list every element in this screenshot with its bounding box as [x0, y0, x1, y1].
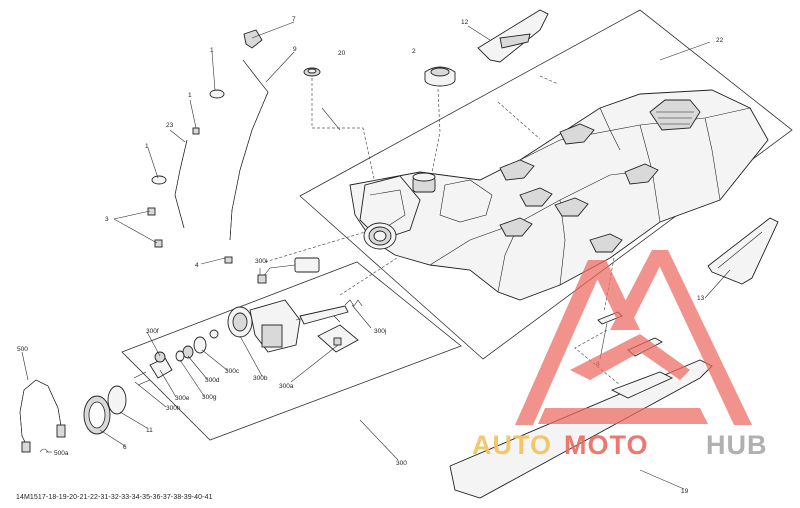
callout-9: 9 — [293, 46, 297, 53]
callout-500: 500 — [17, 346, 28, 353]
callout-300e: 300e — [175, 395, 190, 402]
callout-1-top: 1 — [210, 47, 214, 54]
callout-300a: 300a — [279, 383, 294, 390]
callout-300d: 300d — [205, 377, 220, 384]
drawing-reference-code: 14M1517-18-19-20-21-22-31-32-33-34-35-36… — [16, 494, 213, 501]
callout-12: 12 — [461, 19, 469, 26]
callout-300h: 300h — [166, 405, 181, 412]
callout-22: 22 — [716, 37, 724, 44]
callout-3: 3 — [105, 216, 109, 223]
callout-1-mid: 1 — [188, 92, 192, 99]
svg-text:MOTO: MOTO — [564, 430, 649, 460]
callout-23: 23 — [166, 122, 174, 129]
automotohub-watermark — [515, 250, 752, 425]
callout-300b: 300b — [253, 375, 268, 382]
pump-assembly-frame — [121, 261, 462, 441]
callout-2: 2 — [412, 48, 416, 55]
callout-300c: 300c — [225, 368, 240, 375]
callout-300j: 300j — [374, 328, 386, 335]
callout-7: 7 — [292, 16, 296, 23]
fuel-tank-frame — [299, 9, 793, 360]
filler-cap — [424, 66, 456, 87]
callout-4: 4 — [195, 262, 199, 269]
callout-300: 300 — [396, 460, 407, 467]
callout-300g: 300g — [202, 394, 217, 401]
watermark-text: AUTO MOTO HUB — [472, 430, 768, 460]
callout-20: 20 — [338, 50, 346, 57]
callout-19: 19 — [681, 488, 689, 495]
callout-13: 13 — [697, 295, 705, 302]
callout-500a: 500a — [54, 450, 69, 457]
svg-text:HUB: HUB — [706, 430, 768, 460]
fuel-tank — [349, 89, 769, 301]
fuel-pump-assembly — [227, 299, 349, 353]
callout-1-low: 1 — [145, 143, 149, 150]
callout-300i: 300i — [255, 258, 267, 265]
svg-text:AUTO: AUTO — [472, 430, 552, 460]
callout-6: 6 — [123, 444, 127, 451]
callout-11: 11 — [146, 427, 153, 434]
callout-300f: 300f — [146, 328, 159, 335]
